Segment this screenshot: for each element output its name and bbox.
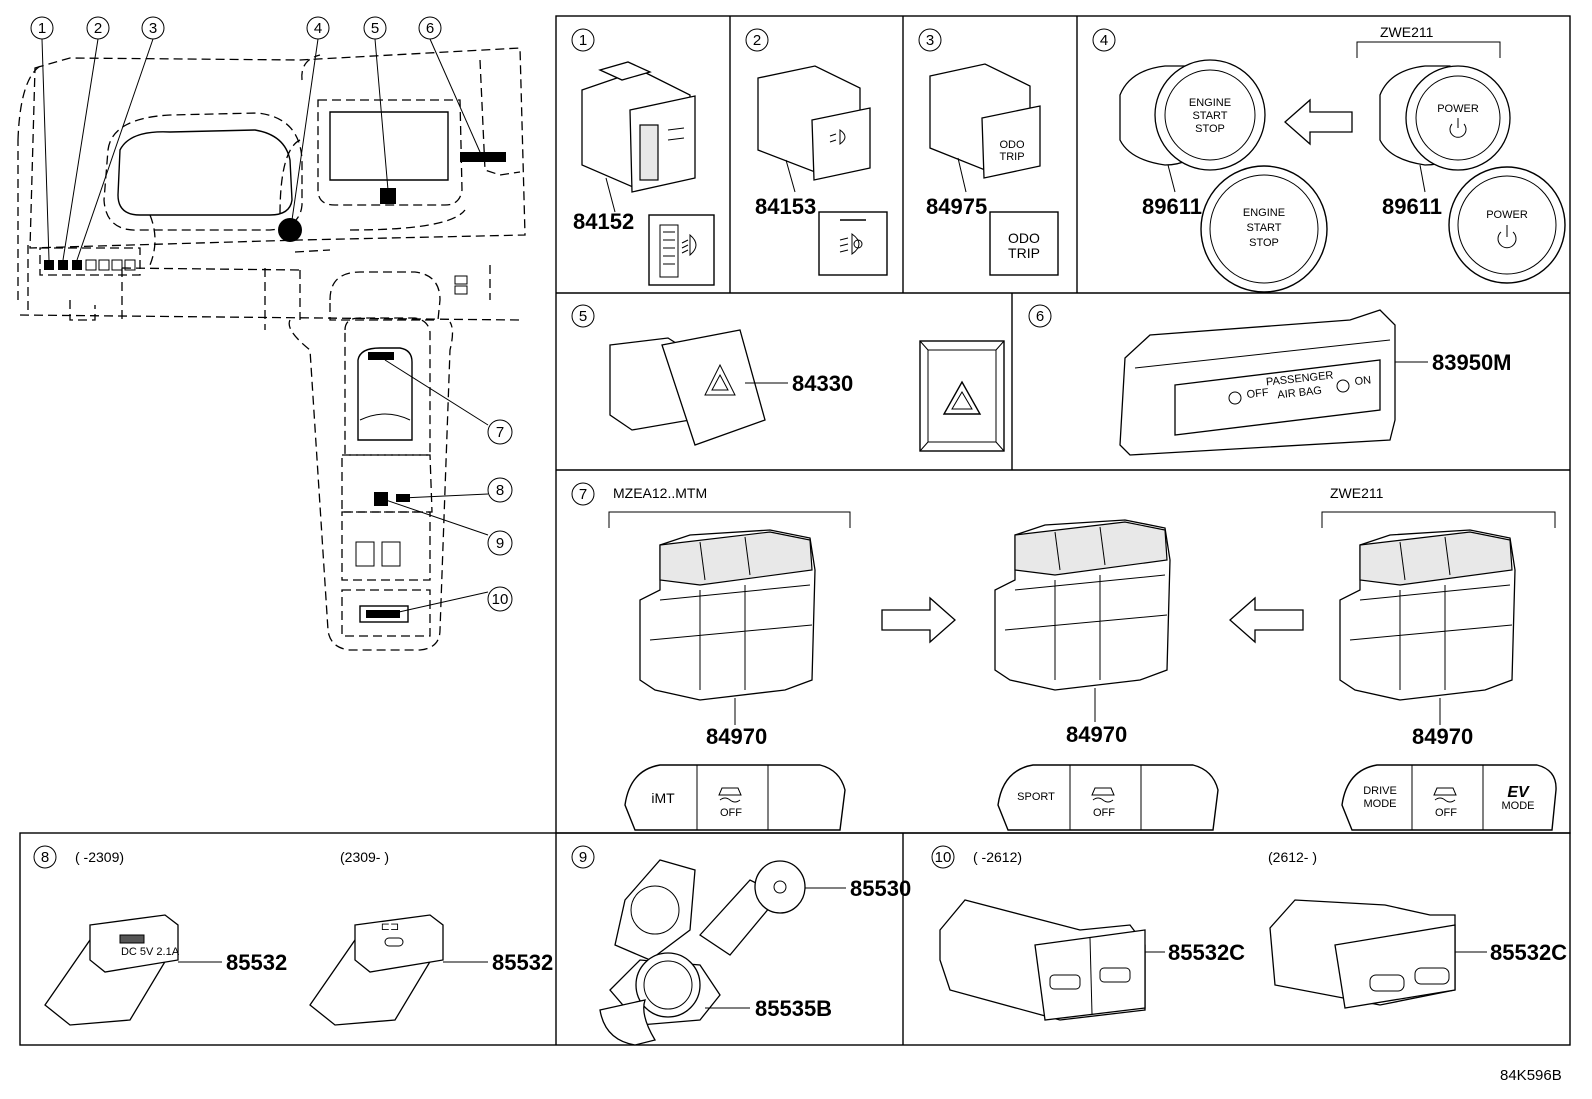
panel-8-usb-socket: 8 ( -2309) (2309- ) DC 5V 2.1A 85532 ⊏⊐ … [33, 845, 553, 1026]
engine-text-2: START [1192, 110, 1227, 122]
variant-mzea12-mtm: MZEA12..MTM [613, 485, 707, 501]
sport-label: SPORT [1017, 791, 1055, 803]
panel-2-number: 2 [753, 32, 761, 49]
traction-control-off-icon-b [1091, 787, 1115, 803]
figure-code: 84K596B [1500, 1067, 1562, 1084]
overview-callouts: 1 2 3 4 5 6 7 8 9 10 [30, 16, 513, 615]
panel-10-number: 10 [935, 849, 952, 866]
panel-4-engine-start-switch: 4 ZWE211 ENGINE START STOP 89611 ENGINE … [1092, 24, 1566, 293]
panel-9-number: 9 [579, 849, 587, 866]
callout-5: 5 [371, 20, 379, 37]
panel-10-usb-charger: 10 ( -2612) (2612- ) 85532C 85532C [931, 845, 1567, 1021]
power-icon-small [1449, 118, 1467, 138]
panel-6-number: 6 [1036, 308, 1044, 325]
panel-3-odo-trip-switch: 3 ODO TRIP 84975 ODO TRIP [918, 28, 1059, 276]
power-icon [1497, 225, 1517, 249]
panel-3-number: 3 [926, 32, 934, 49]
part-number-85532-left: 85532 [226, 950, 287, 975]
odo-trip-small-2: TRIP [999, 151, 1024, 163]
part-number-89611-left: 89611 [1142, 194, 1202, 219]
engine-button-text-1: ENGINE [1243, 207, 1285, 219]
panel-4-number: 4 [1100, 32, 1108, 49]
part-number-84970-a: 84970 [706, 724, 767, 749]
engine-text-1: ENGINE [1189, 97, 1231, 109]
airbag-on-label: ON [1354, 374, 1372, 388]
ev-label: EV [1507, 784, 1530, 801]
power-button-text: POWER [1486, 209, 1528, 221]
traction-control-off-icon-a [718, 787, 742, 803]
odo-trip-small-1: ODO [999, 139, 1025, 151]
part-number-85532c-right: 85532C [1490, 940, 1567, 965]
off-label-a: OFF [720, 807, 742, 819]
odo-label: ODO [1008, 230, 1040, 246]
part-number-84975: 84975 [926, 194, 987, 219]
part-number-84152: 84152 [573, 209, 634, 234]
usb-label: DC 5V 2.1A [121, 946, 180, 958]
panel-6-passenger-airbag-indicator: 6 PASSENGER AIR BAG OFF ON 83950M [1028, 304, 1512, 456]
part-number-85532-right: 85532 [492, 950, 553, 975]
panel-grid [19, 15, 1571, 1046]
panel-7-number: 7 [579, 486, 587, 503]
airbag-off-label: OFF [1246, 387, 1269, 401]
headlight-leveling-icon [681, 233, 697, 257]
panel-5-number: 5 [579, 308, 587, 325]
engine-button-text-3: STOP [1249, 237, 1279, 249]
ev-mode-label: MODE [1502, 800, 1535, 812]
panel-8-number: 8 [41, 849, 49, 866]
engine-button-text-2: START [1246, 222, 1281, 234]
callout-1: 1 [38, 20, 46, 37]
panel-7-drive-mode-switch: 7 MZEA12..MTM ZWE211 84970 84970 84970 [571, 482, 1557, 831]
off-label-c: OFF [1435, 807, 1457, 819]
panel-1-light-control-switch: 1 84152 [571, 28, 715, 286]
usb-c-icon-text: ⊏⊐ [381, 921, 399, 933]
panel-9-power-outlet: 9 85530 85535B [571, 845, 911, 1046]
variant-zwe211-p7: ZWE211 [1330, 485, 1384, 501]
part-number-84330: 84330 [792, 371, 853, 396]
traction-control-off-icon-c [1433, 787, 1457, 803]
dashboard-overview: 1 2 3 4 5 6 7 8 9 10 [17, 16, 526, 651]
hazard-icon [942, 380, 982, 415]
callout-7: 7 [496, 424, 504, 441]
callout-8: 8 [496, 482, 504, 499]
callout-10: 10 [492, 591, 509, 608]
trip-label: TRIP [1008, 245, 1040, 261]
part-number-84153: 84153 [755, 194, 816, 219]
callout-6: 6 [426, 20, 434, 37]
part-number-89611-right: 89611 [1382, 194, 1442, 219]
callout-3: 3 [149, 20, 157, 37]
range-2309-plus: (2309- ) [340, 849, 389, 865]
airbag-label-2: AIR BAG [1277, 385, 1323, 402]
part-number-85532c-left: 85532C [1168, 940, 1245, 965]
imt-label: iMT [651, 790, 675, 806]
part-number-85530: 85530 [850, 876, 911, 901]
callout-9: 9 [496, 535, 504, 552]
variant-zwe211-p4: ZWE211 [1380, 24, 1434, 40]
panel-2-auto-headlight-switch: 2 84153 [745, 28, 888, 276]
panel-1-number: 1 [579, 32, 587, 49]
power-text-small: POWER [1437, 103, 1479, 115]
callout-2: 2 [94, 20, 102, 37]
part-number-85535b: 85535B [755, 996, 832, 1021]
drive-mode-label-2: MODE [1364, 798, 1397, 810]
auto-headlight-icon [839, 233, 863, 255]
airbag-icon [1228, 379, 1350, 405]
part-number-83950m: 83950M [1432, 350, 1512, 375]
range-2612-plus: (2612- ) [1268, 849, 1317, 865]
off-label-b: OFF [1093, 807, 1115, 819]
part-number-84970-c: 84970 [1412, 724, 1473, 749]
drive-mode-label-1: DRIVE [1363, 785, 1397, 797]
panel-5-hazard-switch: 5 84330 [571, 304, 1005, 452]
part-number-84970-b: 84970 [1066, 722, 1127, 747]
engine-text-3: STOP [1195, 123, 1225, 135]
range-minus-2309: ( -2309) [75, 849, 124, 865]
range-minus-2612: ( -2612) [973, 849, 1022, 865]
callout-4: 4 [314, 20, 322, 37]
